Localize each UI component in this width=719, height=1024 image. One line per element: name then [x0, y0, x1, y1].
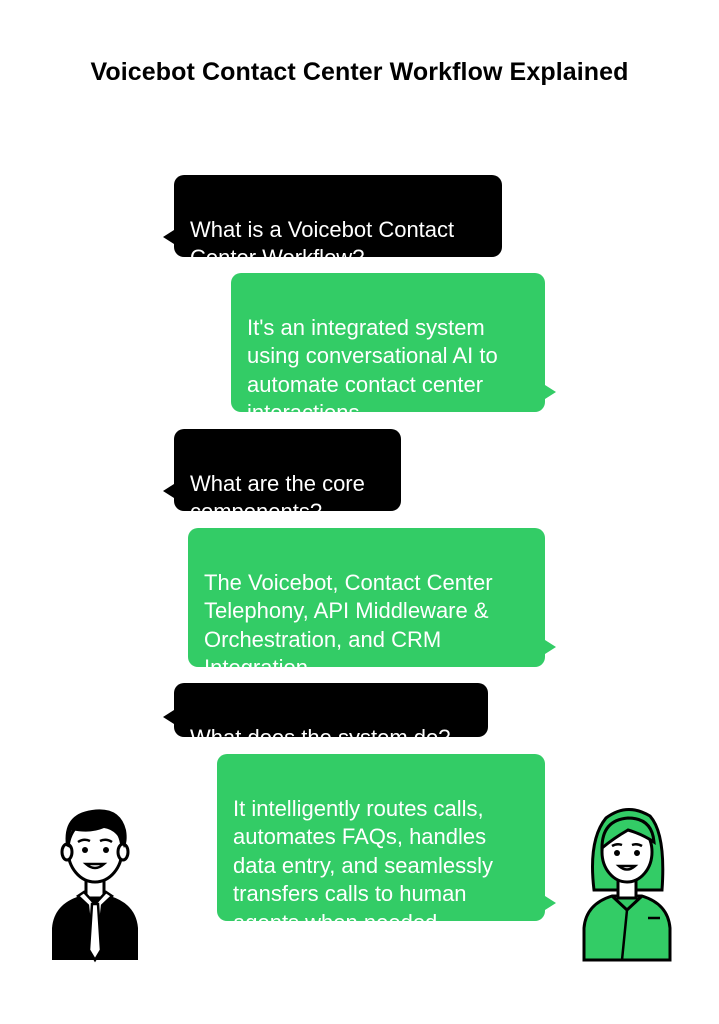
question-text: What are the core components? — [190, 470, 365, 525]
man-avatar-icon — [40, 800, 150, 970]
bubble-tail — [163, 710, 174, 724]
answer-bubble: The Voicebot, Contact Center Telephony, … — [188, 528, 545, 680]
woman-avatar-icon — [572, 800, 682, 970]
answer-bubble: It's an integrated system using conversa… — [231, 273, 545, 425]
answer-bubble: It intelligently routes calls, automates… — [217, 754, 545, 935]
bubble-tail — [163, 230, 174, 244]
page-title: Voicebot Contact Center Workflow Explain… — [90, 58, 629, 86]
question-bubble: What are the core components? — [174, 429, 401, 524]
bubble-tail — [545, 640, 556, 654]
bubble-tail — [163, 484, 174, 498]
question-bubble: What is a Voicebot Contact Center Workfl… — [174, 175, 502, 270]
question-text: What is a Voicebot Contact Center Workfl… — [190, 216, 455, 271]
answer-text: It's an integrated system using conversa… — [247, 314, 498, 426]
answer-text: It intelligently routes calls, automates… — [233, 795, 494, 935]
question-bubble: What does the system do? — [174, 683, 488, 750]
question-text: What does the system do? — [190, 724, 451, 750]
answer-text: The Voicebot, Contact Center Telephony, … — [204, 569, 493, 681]
bubble-tail — [545, 896, 556, 910]
bubble-tail — [545, 385, 556, 399]
